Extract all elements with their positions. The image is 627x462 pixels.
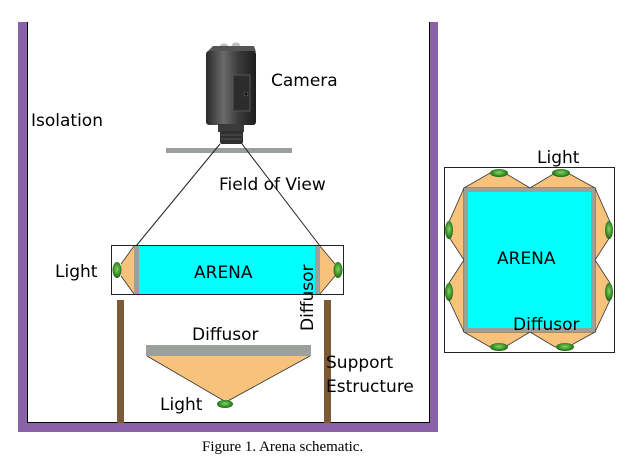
bottom-diffusor: [146, 345, 311, 356]
support-label-line2: Estructure: [326, 377, 414, 397]
bottom-light-icon: [217, 400, 233, 408]
support-post-left: [117, 300, 124, 423]
top-light-icon: [445, 283, 453, 301]
camera-label: Camera: [271, 71, 338, 91]
top-light-label: Light: [537, 148, 580, 168]
isolation-enclosure: [18, 22, 438, 432]
bottom-diffusor-label: Diffusor: [192, 325, 259, 345]
top-diffusor-label: Diffusor: [513, 315, 580, 335]
right-diffusor: [315, 246, 320, 294]
top-light-icon: [552, 169, 570, 177]
bottom-light-label: Light: [160, 395, 203, 415]
top-light-icon: [605, 283, 613, 301]
support-label-line1: Support: [326, 353, 394, 373]
top-light-icon: [490, 169, 508, 177]
right-light-icon: [333, 262, 343, 278]
camera-icon: [206, 42, 256, 144]
top-light-icon: [605, 221, 613, 239]
field-of-view-label: Field of View: [219, 175, 326, 195]
right-light-cone: [320, 246, 335, 294]
top-light-icon: [445, 221, 453, 239]
top-light-icon: [556, 343, 574, 351]
support-post-right: [324, 300, 331, 423]
left-diffusor: [134, 246, 139, 294]
top-arena-label: ARENA: [497, 249, 556, 269]
camera-mount-bar: [166, 148, 292, 153]
left-light-cone: [121, 246, 134, 294]
top-view: [444, 167, 615, 353]
side-diffusor-label: Diffusor: [298, 264, 318, 331]
side-arena-assembly: [111, 245, 344, 295]
side-arena-label: ARENA: [194, 263, 253, 283]
top-arena: [468, 192, 591, 328]
side-light-label: Light: [55, 262, 98, 282]
isolation-label: Isolation: [31, 111, 103, 131]
field-of-view-lines: [135, 143, 321, 247]
bottom-light-cone: [147, 356, 310, 402]
left-light-icon: [112, 262, 122, 278]
figure-caption: Figure 1. Arena schematic.: [202, 439, 363, 455]
top-light-icon: [490, 343, 508, 351]
side-arena: [139, 246, 315, 294]
